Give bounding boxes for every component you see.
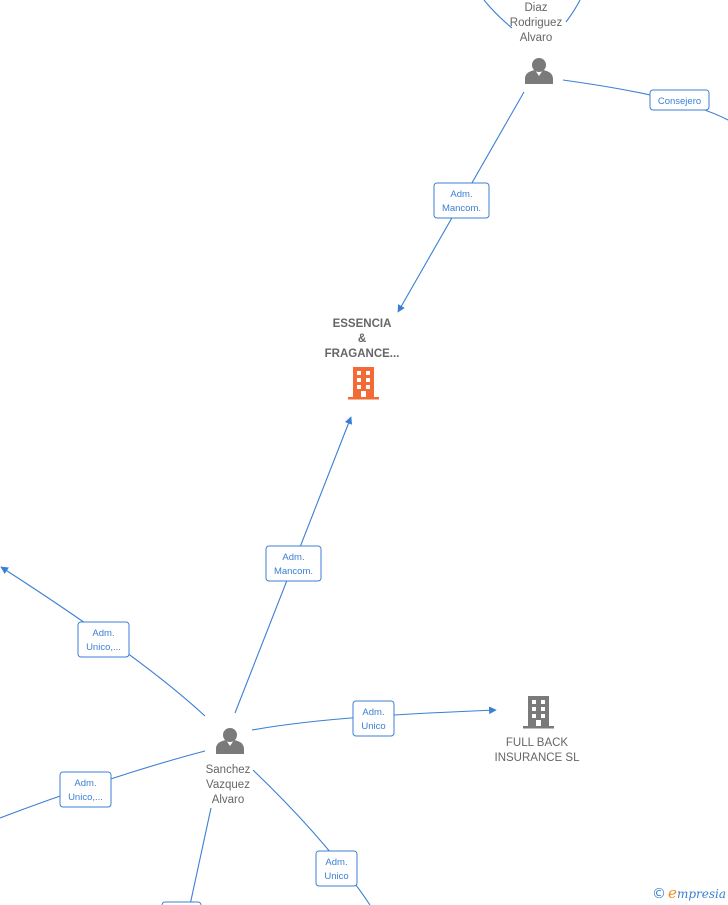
edge-label-line: Adm. (325, 857, 347, 868)
edge-label-line: Mancom. (274, 566, 313, 577)
node-full-back-insurance[interactable]: FULL BACK INSURANCE SL (495, 696, 581, 764)
edge-label-sanchez-essencia[interactable]: Adm. Mancom. (265, 545, 322, 582)
edge-label-line: Adm. (362, 707, 384, 718)
node-diaz-rodriguez-alvaro[interactable]: Diaz Rodriguez Alvaro (510, 2, 563, 84)
node-label-line: Alvaro (212, 794, 245, 806)
edge-label-sanchez-left-bottom[interactable]: Adm. Unico,... (59, 771, 112, 808)
node-label-line: ESSENCIA (333, 318, 392, 330)
edge-sanchez-bottom-right (252, 769, 371, 905)
edge-label-bottom-partial (161, 901, 202, 905)
edge-sanchez-bottom (189, 807, 212, 905)
node-label-line: Alvaro (520, 32, 553, 44)
empresia-brand: ©empresia (652, 884, 726, 902)
edge-label-sanchez-full-back[interactable]: Adm. Unico (352, 700, 395, 737)
node-label-line: FRAGANCE... (325, 348, 400, 360)
edge-label-line: Unico (324, 871, 348, 882)
node-label-line: FULL BACK (506, 737, 569, 749)
building-icon (523, 696, 554, 729)
edge-diaz-upper-right (565, 0, 581, 23)
edge-label-diaz-essencia[interactable]: Adm. Mancom. (433, 182, 490, 219)
edge-label-line: Adm. (450, 189, 472, 200)
node-label-line: INSURANCE SL (495, 752, 581, 764)
edge-label-sanchez-bottom-right[interactable]: Adm. Unico (315, 850, 358, 887)
edge-label-line: Unico,... (86, 642, 121, 653)
edge-diaz-upper-left (483, 0, 513, 29)
node-label-line: Sanchez (206, 764, 251, 776)
brand-name: mpresia (676, 887, 726, 901)
edge-label-line: Adm. (74, 778, 96, 789)
node-label-line: Diaz (524, 2, 547, 14)
building-icon (348, 367, 379, 400)
node-essencia-fragance[interactable]: ESSENCIA & FRAGANCE... (325, 318, 400, 400)
brand-initial: e (668, 884, 677, 902)
edge-label-line: Consejero (658, 96, 701, 107)
node-label-line: & (358, 333, 366, 345)
edge-label-line: Unico,... (68, 792, 103, 803)
edge-label-line: Unico (361, 721, 385, 732)
edge-label-line: Adm. (92, 628, 114, 639)
edge-label-sanchez-left-top[interactable]: Adm. Unico,... (77, 621, 130, 658)
copyright-icon: © (652, 886, 667, 902)
node-label-line: Rodriguez (510, 17, 563, 29)
person-icon (525, 58, 553, 84)
edge-label-line: Adm. (282, 552, 304, 563)
edge-label-diaz-consejero[interactable]: Consejero (649, 89, 710, 111)
node-sanchez-vazquez-alvaro[interactable]: Sanchez Vazquez Alvaro (206, 728, 251, 806)
person-icon (216, 728, 244, 754)
node-label-line: Vazquez (206, 779, 250, 791)
edge-label-line: Mancom. (442, 203, 481, 214)
